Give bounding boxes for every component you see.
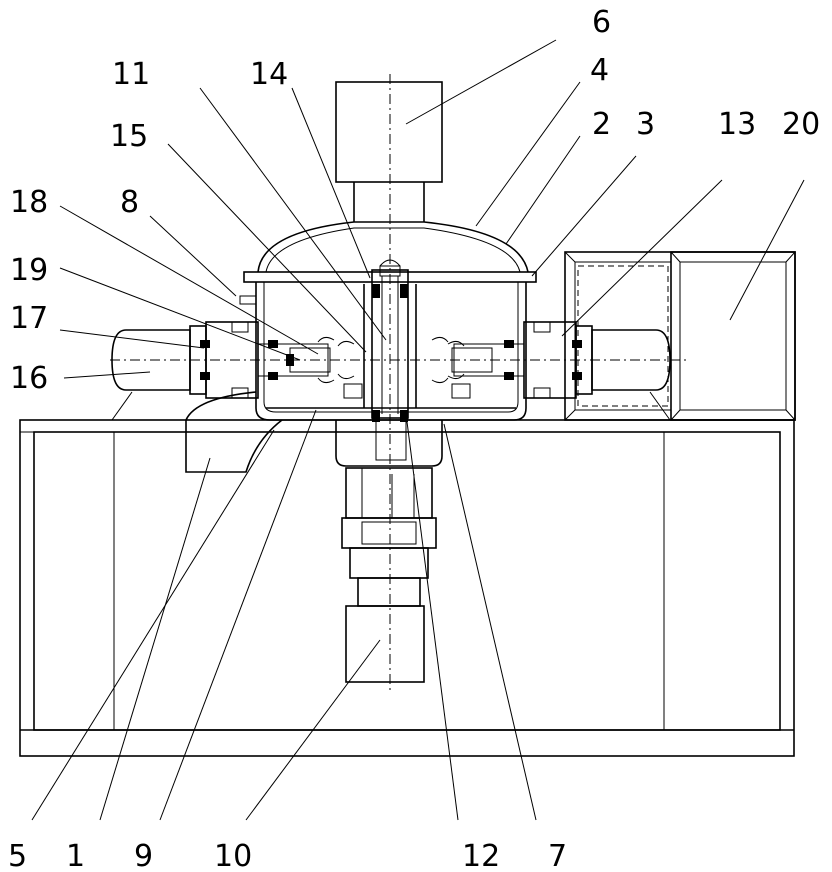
label-8: 8 [120,185,139,220]
side-box [565,252,795,420]
label-18: 18 [10,185,48,220]
label-11: 11 [112,57,150,92]
label-7: 7 [548,839,567,872]
dome-cover [258,222,528,272]
label-15: 15 [110,119,148,154]
mixing-vessel [240,272,536,420]
label-5: 5 [8,839,27,872]
label-13: 13 [718,107,756,142]
leader-lines [32,40,804,820]
label-12: 12 [462,839,500,872]
label-1: 1 [66,839,85,872]
centre-lines [110,74,690,690]
label-20: 20 [782,107,820,142]
label-10: 10 [214,839,252,872]
part-labels: 6 11 14 4 2 3 13 20 15 8 18 19 17 16 5 1… [8,5,820,872]
label-9: 9 [134,839,153,872]
label-2: 2 [592,107,611,142]
label-16: 16 [10,361,48,396]
label-3: 3 [636,107,655,142]
label-4: 4 [590,53,609,88]
label-19: 19 [10,253,48,288]
bottom-drive [336,420,442,682]
label-14: 14 [250,57,288,92]
label-6: 6 [592,5,611,40]
top-motor [336,82,442,222]
label-17: 17 [10,301,48,336]
base-frame [20,420,794,756]
